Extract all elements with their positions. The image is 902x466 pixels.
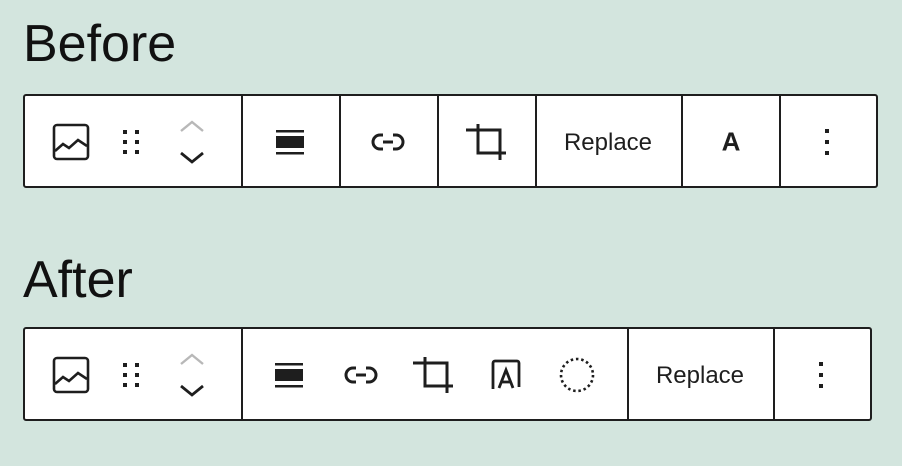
more-options-icon[interactable] [799, 353, 843, 397]
move-down-icon[interactable] [170, 380, 214, 400]
link-icon[interactable] [366, 120, 410, 164]
after-heading: After [23, 251, 133, 309]
after-block-toolbar: Replace [23, 327, 872, 421]
move-up-icon[interactable] [170, 116, 214, 136]
divider [535, 96, 537, 186]
divider [339, 96, 341, 186]
divider [241, 96, 243, 186]
divider [779, 96, 781, 186]
replace-button[interactable]: Replace [655, 362, 745, 389]
more-options-icon[interactable] [805, 120, 849, 164]
align-icon[interactable] [268, 120, 312, 164]
text-overlay-icon[interactable] [484, 353, 528, 397]
drag-handle-icon[interactable] [109, 353, 153, 397]
divider [241, 329, 243, 419]
replace-button[interactable]: Replace [563, 129, 653, 156]
divider [681, 96, 683, 186]
move-down-icon[interactable] [170, 147, 214, 167]
divider [627, 329, 629, 419]
duotone-circle-icon[interactable] [555, 353, 599, 397]
before-block-toolbar: Replace A [23, 94, 878, 188]
divider [773, 329, 775, 419]
crop-icon[interactable] [411, 353, 455, 397]
image-icon[interactable] [49, 353, 93, 397]
align-icon[interactable] [267, 353, 311, 397]
divider [437, 96, 439, 186]
crop-icon[interactable] [464, 120, 508, 164]
text-button[interactable]: A [721, 126, 741, 157]
image-icon[interactable] [49, 120, 93, 164]
before-heading: Before [23, 15, 177, 73]
move-up-icon[interactable] [170, 349, 214, 369]
link-icon[interactable] [339, 353, 383, 397]
drag-handle-icon[interactable] [109, 120, 153, 164]
